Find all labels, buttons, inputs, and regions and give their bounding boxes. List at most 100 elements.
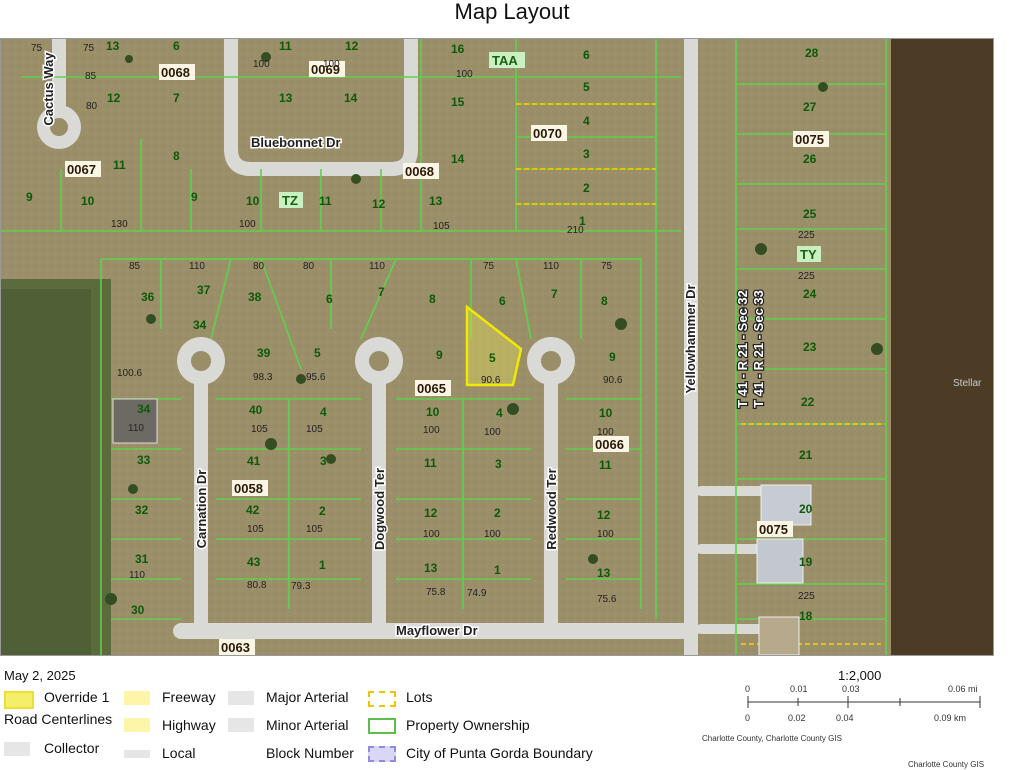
- section-code: TZ: [282, 193, 298, 208]
- street-label-cactus: Cactus Way: [41, 52, 56, 126]
- legend-swatch-freeway: [124, 691, 150, 705]
- house: [756, 538, 804, 584]
- svg-text:110: 110: [129, 570, 145, 581]
- section-code: TAA: [492, 53, 518, 68]
- svg-text:3: 3: [320, 454, 327, 468]
- svg-text:8: 8: [173, 149, 180, 163]
- svg-text:11: 11: [599, 458, 612, 472]
- svg-text:31: 31: [135, 552, 149, 566]
- legend-swatch-highway: [124, 718, 150, 732]
- svg-text:100: 100: [484, 529, 501, 540]
- legend-label: Minor Arterial: [266, 717, 349, 733]
- svg-text:16: 16: [451, 42, 465, 56]
- svg-text:10: 10: [426, 405, 440, 419]
- scale-ratio: 1:2,000: [838, 668, 882, 683]
- section-code: TY: [800, 247, 817, 262]
- svg-text:42: 42: [246, 503, 260, 517]
- svg-text:210: 210: [567, 225, 584, 236]
- svg-text:80: 80: [303, 261, 315, 272]
- override-parcel[interactable]: [465, 304, 523, 387]
- svg-text:85: 85: [85, 71, 97, 82]
- legend-label: Property Ownership: [406, 717, 530, 733]
- svg-text:21: 21: [799, 448, 813, 462]
- svg-text:14: 14: [344, 91, 358, 105]
- credit-right: Charlotte County GIS: [908, 760, 985, 769]
- svg-text:2: 2: [583, 181, 590, 195]
- scale-km-tick: 0: [745, 713, 751, 723]
- township-label-32: T 41 - R 21 - Sec 32: [735, 290, 750, 408]
- svg-text:28: 28: [805, 46, 819, 60]
- block-number: 0067: [67, 162, 96, 177]
- legend-label: Lots: [406, 689, 433, 705]
- svg-text:13: 13: [279, 91, 293, 105]
- svg-text:105: 105: [306, 424, 323, 435]
- svg-text:9: 9: [26, 190, 33, 204]
- svg-text:11: 11: [279, 39, 292, 53]
- svg-text:6: 6: [173, 39, 180, 53]
- svg-text:23: 23: [803, 340, 817, 354]
- map-canvas[interactable]: Cactus Way Bluebonnet Dr Yellowhammer Dr…: [0, 38, 994, 656]
- svg-text:98.3: 98.3: [253, 372, 273, 383]
- map-title: Map Layout: [454, 0, 570, 24]
- township-label-33: T 41 - R 21 - Sec 33: [751, 290, 766, 408]
- svg-text:105: 105: [306, 524, 323, 535]
- legend-label: Override 1: [44, 689, 110, 705]
- svg-text:1: 1: [319, 558, 326, 572]
- svg-text:25: 25: [803, 207, 817, 221]
- svg-text:32: 32: [135, 503, 149, 517]
- svg-text:7: 7: [378, 285, 385, 299]
- legend-label: Collector: [44, 740, 100, 756]
- legend-swatch-property: [368, 718, 396, 734]
- legend-label: Highway: [162, 717, 216, 733]
- block-number: 0075: [795, 132, 824, 147]
- svg-text:6: 6: [583, 48, 590, 62]
- scale-km-tick: 0.09 km: [934, 713, 967, 723]
- svg-text:74.9: 74.9: [467, 588, 487, 599]
- svg-text:5: 5: [314, 346, 321, 360]
- svg-text:110: 110: [543, 261, 559, 272]
- legend-swatch-collector: [4, 742, 30, 756]
- svg-text:4: 4: [320, 405, 327, 419]
- svg-text:14: 14: [451, 152, 465, 166]
- legend-swatch-override: [4, 691, 34, 709]
- svg-text:9: 9: [609, 350, 616, 364]
- legend-swatch-local: [124, 750, 150, 758]
- street-label-dogwood: Dogwood Ter: [372, 468, 387, 550]
- svg-text:3: 3: [495, 457, 502, 471]
- svg-text:75.8: 75.8: [426, 587, 446, 598]
- legend-swatch-minor-arterial: [228, 718, 254, 732]
- svg-text:20: 20: [799, 502, 813, 516]
- svg-text:9: 9: [436, 348, 443, 362]
- svg-text:225: 225: [798, 591, 815, 602]
- svg-text:12: 12: [107, 91, 121, 105]
- block-number: 0068: [405, 164, 434, 179]
- legend-label: Road Centerlines: [4, 711, 113, 727]
- block-number: 0058: [234, 481, 263, 496]
- svg-text:100: 100: [423, 529, 440, 540]
- scale-mi-tick: 0.01: [790, 684, 808, 694]
- svg-text:12: 12: [424, 506, 438, 520]
- svg-text:100: 100: [323, 59, 340, 70]
- svg-text:110: 110: [128, 423, 144, 434]
- scale-km-tick: 0.04: [836, 713, 854, 723]
- svg-text:33: 33: [137, 453, 151, 467]
- block-number: 0065: [417, 381, 446, 396]
- legend-label: City of Punta Gorda Boundary: [406, 745, 593, 761]
- svg-text:34: 34: [137, 402, 151, 416]
- legend-label: Block Number: [266, 745, 354, 761]
- svg-text:37: 37: [197, 283, 211, 297]
- svg-text:100: 100: [456, 69, 473, 80]
- watermark: Stellar: [953, 378, 982, 389]
- svg-text:26: 26: [803, 152, 817, 166]
- svg-text:79.3: 79.3: [291, 581, 311, 592]
- svg-text:4: 4: [583, 114, 590, 128]
- svg-text:15: 15: [451, 95, 465, 109]
- svg-text:39: 39: [257, 346, 271, 360]
- svg-text:110: 110: [369, 261, 385, 272]
- block-number: 0070: [533, 126, 562, 141]
- scale-mi-tick: 0.03: [842, 684, 860, 694]
- svg-text:7: 7: [173, 91, 180, 105]
- roads: [52, 39, 766, 655]
- svg-text:100: 100: [239, 219, 256, 230]
- street-label-mayflower: Mayflower Dr: [396, 623, 478, 638]
